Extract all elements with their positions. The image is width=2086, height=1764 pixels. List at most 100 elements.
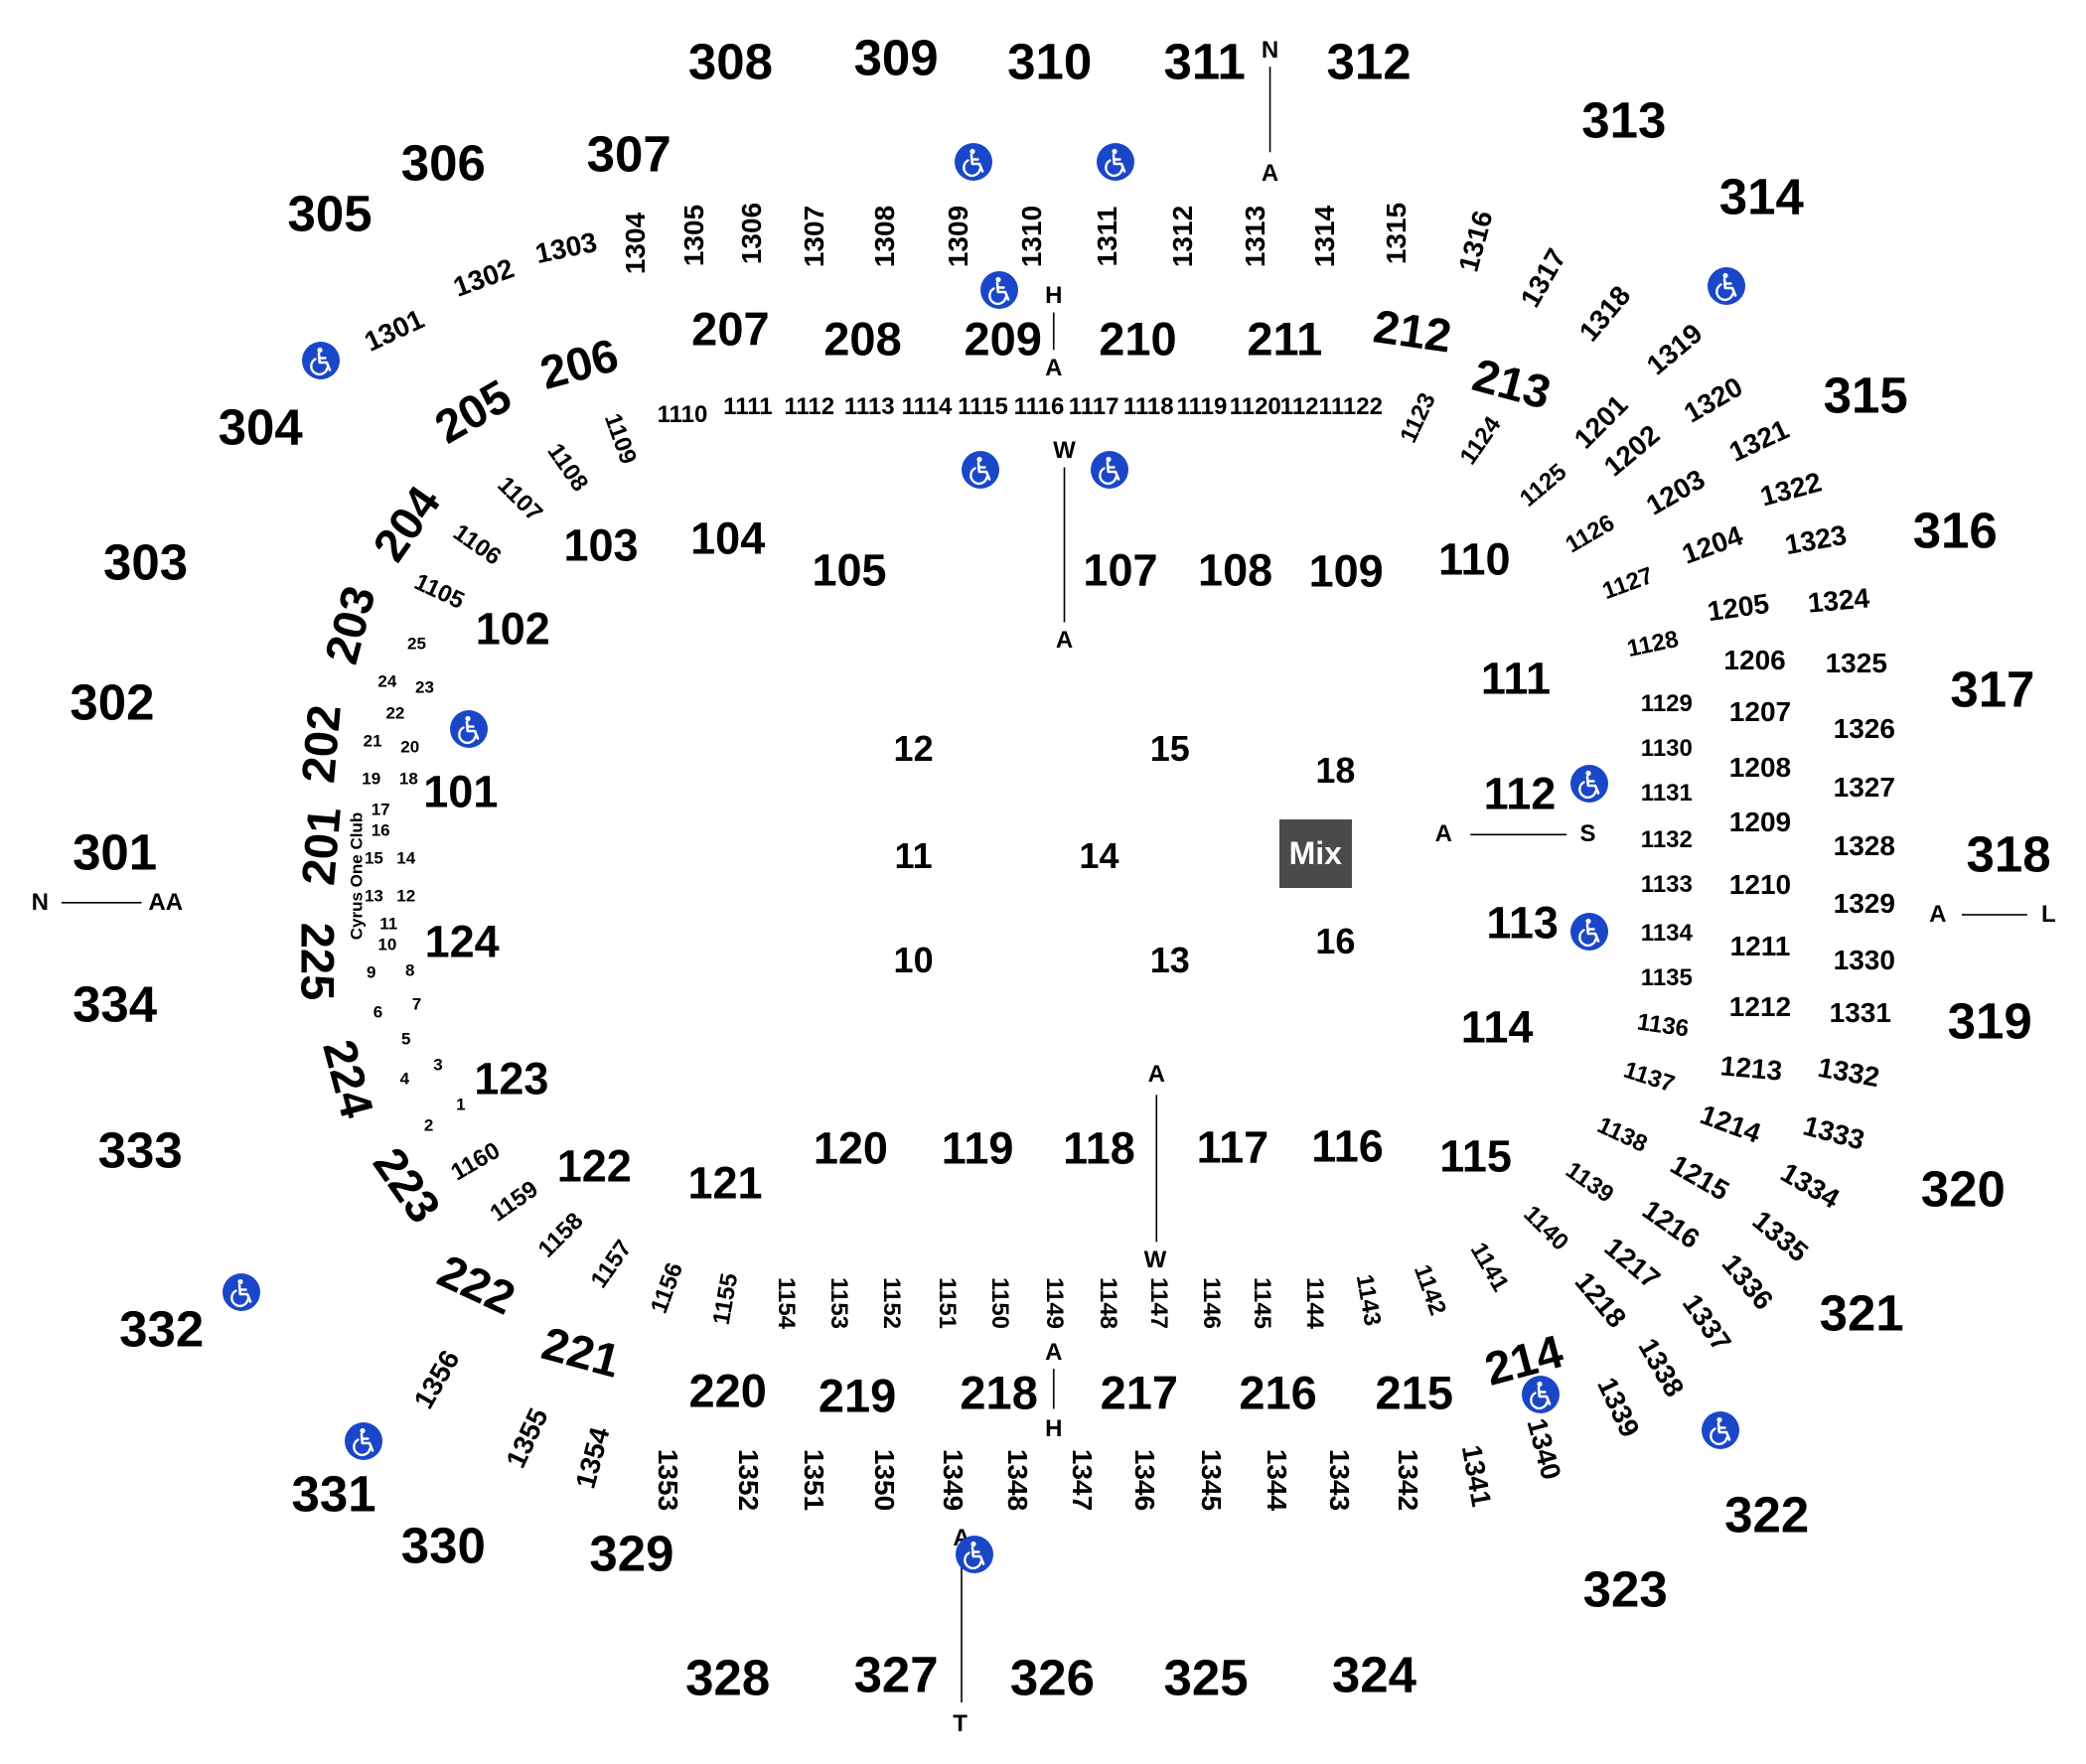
suite-1129[interactable]: 1129 bbox=[1640, 689, 1693, 717]
section-216[interactable]: 216 bbox=[1239, 1366, 1317, 1419]
suite-1328[interactable]: 1328 bbox=[1833, 830, 1895, 862]
suite-1326[interactable]: 1326 bbox=[1833, 713, 1895, 745]
section-303[interactable]: 303 bbox=[102, 533, 189, 591]
section-116[interactable]: 116 bbox=[1311, 1120, 1384, 1172]
club-box-25[interactable]: 25 bbox=[406, 634, 426, 654]
section-217[interactable]: 217 bbox=[1100, 1366, 1179, 1419]
section-119[interactable]: 119 bbox=[941, 1122, 1014, 1174]
section-124[interactable]: 124 bbox=[424, 916, 500, 967]
row-marker-H[interactable]: H bbox=[1045, 1414, 1063, 1442]
row-marker-A[interactable]: A bbox=[1261, 159, 1279, 187]
section-113[interactable]: 113 bbox=[1486, 897, 1559, 949]
section-117[interactable]: 117 bbox=[1196, 1121, 1269, 1173]
section-207[interactable]: 207 bbox=[691, 302, 770, 356]
section-331[interactable]: 331 bbox=[291, 1465, 376, 1523]
section-329[interactable]: 329 bbox=[589, 1525, 674, 1582]
section-122[interactable]: 122 bbox=[556, 1140, 632, 1192]
section-115[interactable]: 115 bbox=[1439, 1130, 1512, 1182]
floor-section-14[interactable]: 14 bbox=[1079, 834, 1119, 876]
club-box-2[interactable]: 2 bbox=[423, 1115, 434, 1135]
club-box-14[interactable]: 14 bbox=[396, 848, 416, 868]
mix-position[interactable]: Mix bbox=[1278, 819, 1352, 889]
suite-1207[interactable]: 1207 bbox=[1728, 695, 1792, 727]
floor-section-13[interactable]: 13 bbox=[1149, 939, 1190, 980]
suite-1122[interactable]: 1122 bbox=[1330, 393, 1383, 421]
suite-1119[interactable]: 1119 bbox=[1176, 393, 1228, 421]
row-marker-L[interactable]: L bbox=[2041, 900, 2056, 928]
club-box-6[interactable]: 6 bbox=[372, 1002, 383, 1022]
section-322[interactable]: 322 bbox=[1724, 1486, 1810, 1544]
row-marker-A[interactable]: A bbox=[1929, 900, 1947, 928]
section-314[interactable]: 314 bbox=[1718, 168, 1804, 225]
floor-section-15[interactable]: 15 bbox=[1149, 728, 1190, 770]
row-marker-A[interactable]: A bbox=[1045, 355, 1063, 382]
suite-1209[interactable]: 1209 bbox=[1728, 807, 1792, 838]
row-marker-A[interactable]: A bbox=[1147, 1061, 1165, 1089]
section-211[interactable]: 211 bbox=[1247, 312, 1323, 366]
club-box-20[interactable]: 20 bbox=[400, 737, 420, 757]
section-111[interactable]: 111 bbox=[1480, 653, 1551, 704]
suite-1131[interactable]: 1131 bbox=[1640, 779, 1693, 807]
suite-1116[interactable]: 1116 bbox=[1013, 393, 1065, 421]
row-marker-N[interactable]: N bbox=[1261, 37, 1279, 65]
section-320[interactable]: 320 bbox=[1920, 1160, 2006, 1218]
floor-section-12[interactable]: 12 bbox=[893, 728, 934, 770]
club-box-24[interactable]: 24 bbox=[377, 671, 397, 691]
section-105[interactable]: 105 bbox=[812, 544, 887, 596]
section-324[interactable]: 324 bbox=[1331, 1646, 1416, 1703]
section-304[interactable]: 304 bbox=[218, 398, 303, 456]
section-120[interactable]: 120 bbox=[813, 1122, 888, 1174]
section-102[interactable]: 102 bbox=[475, 603, 550, 655]
section-209[interactable]: 209 bbox=[964, 312, 1042, 366]
row-marker-W[interactable]: W bbox=[1053, 437, 1076, 465]
section-319[interactable]: 319 bbox=[1947, 992, 2032, 1050]
section-323[interactable]: 323 bbox=[1582, 1560, 1668, 1618]
suite-1117[interactable]: 1117 bbox=[1068, 393, 1119, 421]
suite-1112[interactable]: 1112 bbox=[784, 393, 835, 421]
row-marker-AA[interactable]: AA bbox=[148, 888, 184, 916]
floor-section-18[interactable]: 18 bbox=[1315, 749, 1356, 791]
section-325[interactable]: 325 bbox=[1163, 1649, 1249, 1706]
row-marker-H[interactable]: H bbox=[1045, 282, 1063, 310]
suite-1329[interactable]: 1329 bbox=[1833, 888, 1895, 920]
suite-1111[interactable]: 1111 bbox=[723, 393, 773, 421]
suite-1110[interactable]: 1110 bbox=[657, 401, 708, 429]
section-114[interactable]: 114 bbox=[1460, 1001, 1534, 1053]
section-330[interactable]: 330 bbox=[400, 1517, 486, 1573]
club-box-1[interactable]: 1 bbox=[456, 1095, 466, 1114]
row-marker-S[interactable]: S bbox=[1579, 820, 1596, 848]
section-316[interactable]: 316 bbox=[1912, 502, 1998, 559]
row-marker-A[interactable]: A bbox=[1045, 1338, 1063, 1366]
suite-1114[interactable]: 1114 bbox=[901, 393, 953, 421]
club-box-16[interactable]: 16 bbox=[371, 820, 390, 840]
section-110[interactable]: 110 bbox=[1437, 533, 1511, 585]
club-box-4[interactable]: 4 bbox=[399, 1069, 410, 1089]
row-marker-A[interactable]: A bbox=[1055, 627, 1074, 655]
club-box-17[interactable]: 17 bbox=[371, 800, 390, 819]
section-218[interactable]: 218 bbox=[960, 1366, 1038, 1419]
suite-1331[interactable]: 1331 bbox=[1829, 997, 1891, 1029]
suite-1208[interactable]: 1208 bbox=[1728, 752, 1792, 784]
suite-1134[interactable]: 1134 bbox=[1640, 919, 1693, 947]
club-box-13[interactable]: 13 bbox=[364, 886, 383, 906]
suite-1133[interactable]: 1133 bbox=[1640, 871, 1693, 899]
suite-1113[interactable]: 1113 bbox=[843, 393, 895, 421]
section-305[interactable]: 305 bbox=[287, 185, 372, 242]
section-308[interactable]: 308 bbox=[687, 33, 773, 90]
floor-section-16[interactable]: 16 bbox=[1315, 920, 1356, 961]
section-118[interactable]: 118 bbox=[1063, 1122, 1135, 1174]
section-101[interactable]: 101 bbox=[423, 766, 499, 817]
section-302[interactable]: 302 bbox=[70, 673, 155, 731]
section-328[interactable]: 328 bbox=[685, 1649, 771, 1706]
suite-1115[interactable]: 1115 bbox=[958, 393, 1008, 421]
suite-1330[interactable]: 1330 bbox=[1833, 944, 1895, 975]
section-310[interactable]: 310 bbox=[1007, 33, 1093, 90]
section-312[interactable]: 312 bbox=[1326, 33, 1412, 90]
section-327[interactable]: 327 bbox=[853, 1646, 939, 1703]
suite-1210[interactable]: 1210 bbox=[1728, 869, 1792, 901]
row-marker-N[interactable]: N bbox=[31, 888, 49, 916]
club-box-10[interactable]: 10 bbox=[377, 935, 397, 954]
section-326[interactable]: 326 bbox=[1009, 1649, 1095, 1706]
section-321[interactable]: 321 bbox=[1819, 1284, 1904, 1342]
club-box-18[interactable]: 18 bbox=[398, 769, 418, 789]
